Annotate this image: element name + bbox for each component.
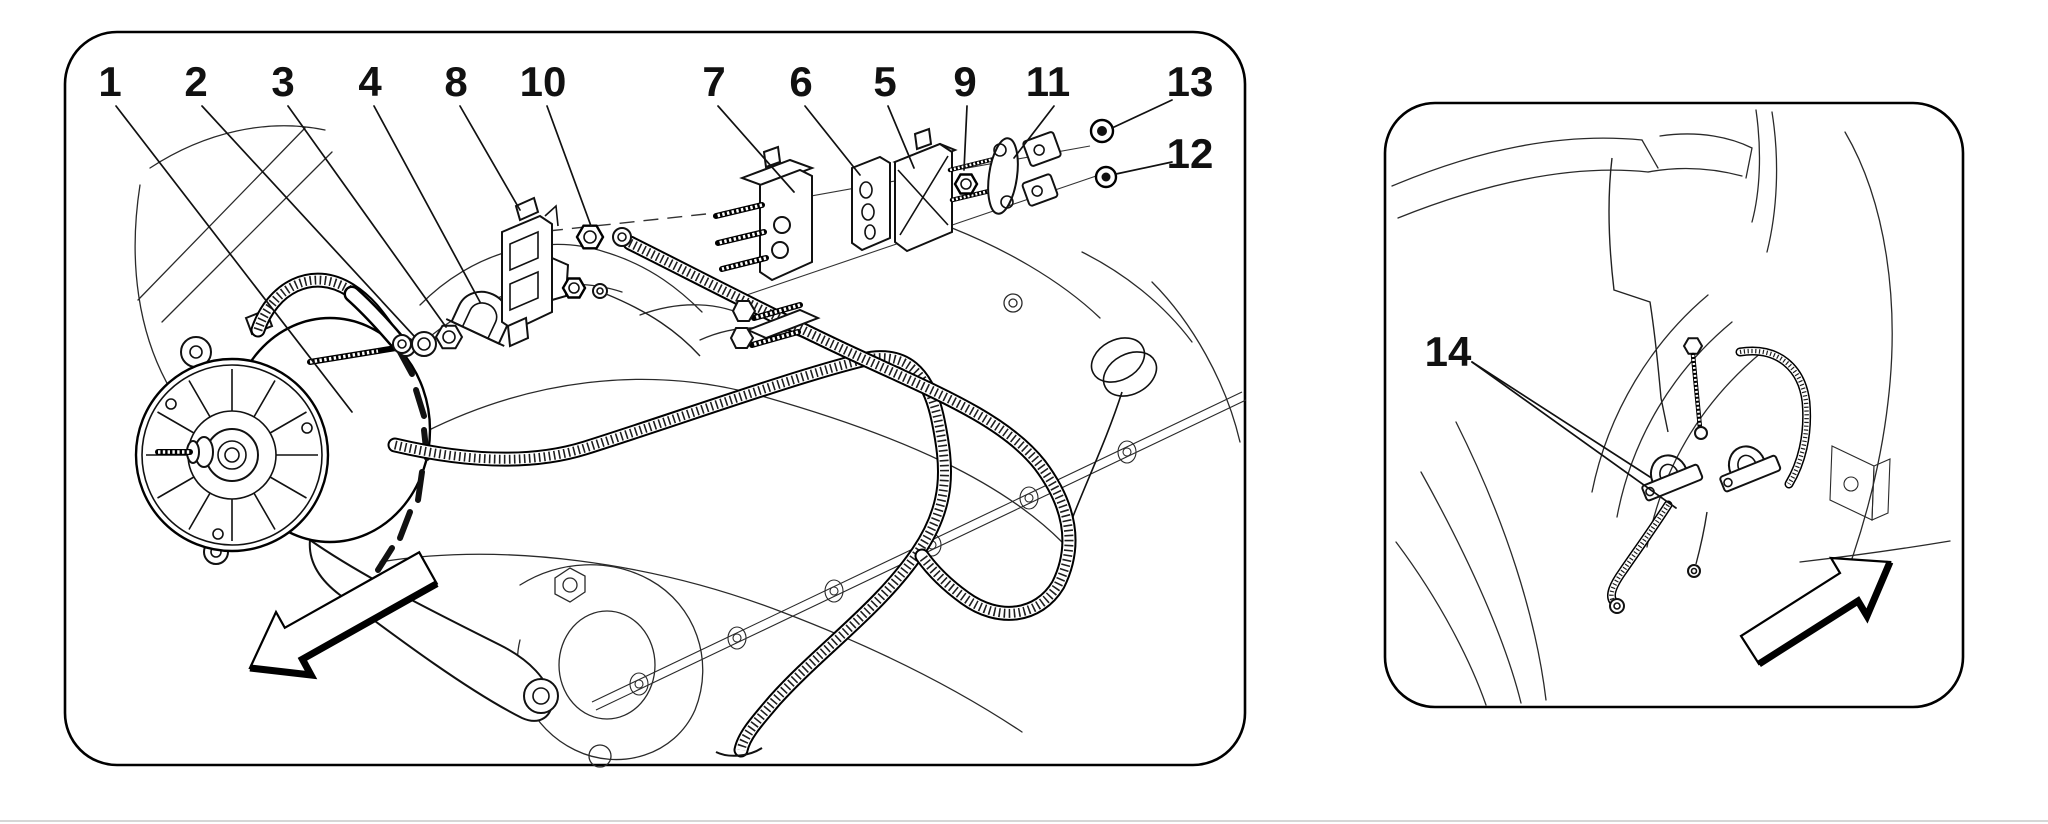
callout-3: 3 xyxy=(271,58,294,105)
callout-10: 10 xyxy=(520,58,567,105)
clamp-bolt xyxy=(1682,337,1708,440)
cable-clamps xyxy=(1641,445,1782,502)
callout-11: 11 xyxy=(1026,58,1070,105)
callout-8: 8 xyxy=(444,58,467,105)
callout-14: 14 xyxy=(1425,328,1472,375)
lock-nut-9 xyxy=(953,173,979,195)
direction-arrow-up-right xyxy=(1739,556,1894,667)
hex-nut xyxy=(434,324,464,350)
cable-curl xyxy=(1735,346,1812,489)
fuse-holder-bracket xyxy=(501,196,570,348)
callout-6: 6 xyxy=(789,58,812,105)
support-bracket xyxy=(713,145,821,349)
callout-13: 13 xyxy=(1167,58,1214,105)
alternator xyxy=(134,308,432,573)
callout-4: 4 xyxy=(358,58,382,105)
lock-nuts xyxy=(561,224,701,357)
callout-12: 12 xyxy=(1167,130,1214,177)
cable-cut-end xyxy=(715,747,763,757)
callout-2: 2 xyxy=(184,58,207,105)
body-bracket xyxy=(1829,445,1891,521)
body-structure-lines xyxy=(1391,109,1951,706)
insulator-plate xyxy=(851,155,891,252)
washer-large xyxy=(411,331,437,357)
detail-view-panel: 14 xyxy=(1383,101,1965,709)
callout-7: 7 xyxy=(702,58,725,105)
grommet-12 xyxy=(1094,165,1118,189)
clevis-brackets xyxy=(1021,131,1062,207)
callout-9: 9 xyxy=(953,58,976,105)
terminal-block xyxy=(892,127,1005,253)
main-view-panel: 1 2 3 4 8 10 7 6 5 9 11 13 12 xyxy=(63,30,1247,768)
detail-leader-lines xyxy=(1471,361,1677,509)
main-callouts: 1 2 3 4 8 10 7 6 5 9 11 13 12 xyxy=(98,58,1213,177)
callout-5: 5 xyxy=(873,58,896,105)
main-leader-lines xyxy=(115,99,1173,413)
detail-panel-border xyxy=(1383,101,1965,709)
grommet-13 xyxy=(1089,118,1115,144)
anchor-plate xyxy=(987,137,1019,215)
callout-1: 1 xyxy=(98,58,121,105)
direction-arrow-down-left xyxy=(248,550,439,680)
ring-terminal xyxy=(392,334,412,354)
ring-terminal-upper xyxy=(612,227,632,247)
stud-washers-and-clamp xyxy=(307,290,510,365)
terminal-board-assembly xyxy=(713,118,1118,349)
alternator-cable xyxy=(250,272,412,354)
cable-tails xyxy=(1606,500,1708,614)
harness-wire xyxy=(1608,157,1669,433)
engine-background-lines xyxy=(134,125,1241,768)
